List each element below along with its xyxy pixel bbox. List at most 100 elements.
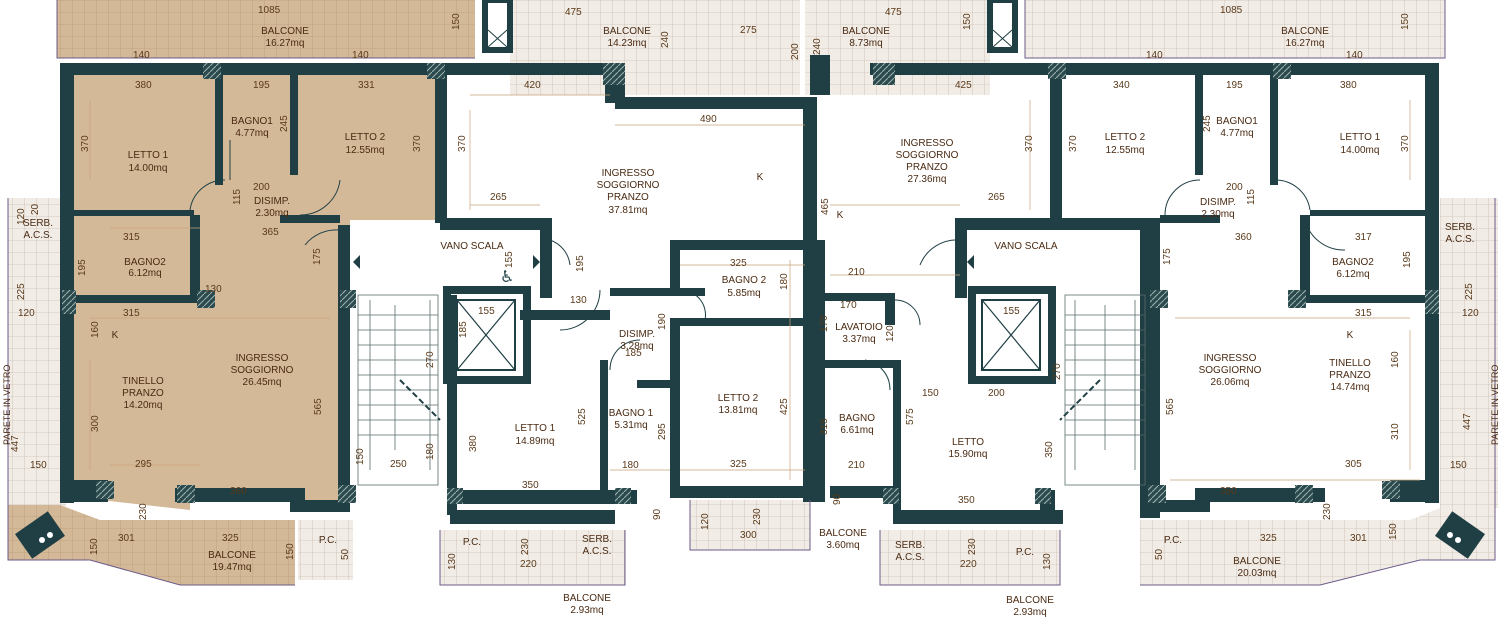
balcone-mid bbox=[690, 500, 810, 550]
arrow-icon bbox=[533, 255, 540, 269]
dim-label: 120 bbox=[16, 208, 27, 225]
room-name: BALCONE bbox=[261, 26, 309, 37]
room-name: INGRESSO bbox=[602, 168, 655, 179]
columns bbox=[62, 63, 1439, 504]
room-area: 6.61mq bbox=[840, 425, 873, 436]
dim-label: 270 bbox=[1052, 363, 1063, 380]
balcone-bottom-center-left bbox=[440, 530, 625, 585]
vent-icon-left bbox=[15, 511, 65, 559]
dimension-labels: 1085 1085 475 475 275 140 140 140 140 38… bbox=[18, 5, 1479, 570]
room-name: INGRESSO bbox=[1204, 353, 1257, 364]
dim-label: 350 bbox=[958, 495, 975, 506]
room-name: DISIMP. bbox=[1200, 197, 1236, 208]
dim-label: 465 bbox=[820, 198, 831, 215]
dim-label: 140 bbox=[352, 50, 369, 61]
dim-label: 160 bbox=[90, 321, 101, 338]
dim-label: 565 bbox=[1165, 398, 1176, 415]
balconies bbox=[8, 0, 1498, 585]
kitchen-marker: K bbox=[757, 172, 764, 183]
dim-label: 370 bbox=[1024, 135, 1035, 152]
pc-marker: P.C. bbox=[1016, 547, 1034, 558]
room-area: 14.89mq bbox=[516, 436, 555, 447]
pc-left-area bbox=[298, 520, 353, 580]
dim-label: 425 bbox=[779, 398, 790, 415]
room-area: 5.85mq bbox=[727, 288, 760, 299]
dim-label: 115 bbox=[232, 189, 243, 205]
dim-label: 250 bbox=[390, 459, 407, 470]
dim-label: 475 bbox=[565, 7, 582, 18]
room-name: BALCONE bbox=[603, 26, 651, 37]
room-area: 26.06mq bbox=[1211, 377, 1250, 388]
room-area: 3.37mq bbox=[842, 334, 875, 345]
kitchen-marker: K bbox=[837, 210, 844, 221]
arrow-icon bbox=[353, 255, 360, 269]
dim-label: 90 bbox=[652, 508, 663, 520]
dim-label: 240 bbox=[812, 38, 823, 55]
balcone-bottom-right bbox=[1140, 500, 1495, 585]
room-name: PRANZO bbox=[607, 192, 649, 203]
room-area: 5.31mq bbox=[614, 420, 647, 431]
dim-label: 150 bbox=[962, 13, 973, 30]
dim-label: 370 bbox=[80, 135, 91, 152]
dim-label: 315 bbox=[123, 308, 140, 319]
dim-label: 120 bbox=[885, 325, 896, 342]
room-area: 2.30mq bbox=[255, 208, 288, 219]
dim-label: 150 bbox=[1400, 13, 1411, 30]
dim-label: 315 bbox=[819, 418, 830, 435]
room-name: BALCONE bbox=[842, 26, 890, 37]
room-name: BALCONE bbox=[1006, 595, 1054, 606]
room-name: TINELLO bbox=[122, 376, 164, 387]
room-labels-left: LETTO 1 14.00mq BAGNO1 4.77mq LETTO 2 12… bbox=[23, 26, 386, 573]
room-name: SERB. bbox=[1445, 222, 1475, 233]
dim-label: 150 bbox=[355, 448, 366, 465]
dimension-labels-vertical: 370 370 370 370 370 370 245 245 465 565 … bbox=[10, 13, 1475, 570]
room-area: 8.73mq bbox=[849, 38, 882, 49]
room-area: 16.27mq bbox=[1286, 38, 1325, 49]
dim-label: 331 bbox=[358, 80, 375, 91]
room-name: BAGNO2 bbox=[1332, 257, 1374, 268]
dim-label: 350 bbox=[1044, 441, 1055, 458]
kitchen-marker: K bbox=[1347, 330, 1354, 341]
room-name: BALCONE bbox=[208, 550, 256, 561]
room-name: LETTO 1 bbox=[1340, 132, 1381, 143]
dim-label: 175 bbox=[1162, 248, 1173, 265]
room-area: 14.74mq bbox=[1331, 382, 1370, 393]
dim-label: 225 bbox=[1464, 283, 1475, 300]
dim-label: 120 bbox=[700, 513, 711, 530]
dim-label: 325 bbox=[1260, 533, 1277, 544]
dim-label: 301 bbox=[118, 533, 135, 544]
room-name: SOGGIORNO bbox=[896, 150, 959, 161]
dim-label: 180 bbox=[779, 273, 790, 290]
arrow-icon bbox=[967, 255, 974, 269]
dim-label: 200 bbox=[988, 388, 1005, 399]
room-area: 3.28mq bbox=[620, 341, 653, 352]
room-name: BAGNO 1 bbox=[609, 408, 654, 419]
room-name: PRANZO bbox=[1329, 370, 1371, 381]
dim-label: 20 bbox=[30, 203, 41, 215]
door-swings bbox=[189, 140, 1346, 391]
dim-label: 170 bbox=[819, 315, 830, 332]
dim-label: 130 bbox=[1042, 553, 1053, 570]
dim-label: 130 bbox=[447, 553, 458, 570]
dim-label: 230 bbox=[138, 503, 149, 520]
dim-label: 240 bbox=[660, 31, 671, 48]
dim-label: 150 bbox=[285, 543, 296, 560]
dim-label: 210 bbox=[848, 267, 865, 278]
dim-label: 155 bbox=[478, 306, 495, 317]
stair-label: VANO SCALA bbox=[440, 241, 503, 252]
room-name: BALCONE bbox=[819, 528, 867, 539]
room-area: 27.36mq bbox=[908, 174, 947, 185]
dim-label: 380 bbox=[1340, 80, 1357, 91]
room-area: 6.12mq bbox=[1336, 269, 1369, 280]
room-area: 15.90mq bbox=[949, 449, 988, 460]
room-area: 3.60mq bbox=[826, 540, 859, 551]
dim-label: 160 bbox=[1390, 351, 1401, 368]
balcone-top-center-left bbox=[510, 0, 800, 95]
room-area: 14.20mq bbox=[124, 400, 163, 411]
dim-label: 325 bbox=[730, 459, 747, 470]
dim-label: 150 bbox=[89, 538, 100, 555]
room-area: 14.00mq bbox=[129, 163, 168, 174]
room-labels-right: LETTO 2 12.55mq BAGNO1 4.77mq LETTO 1 14… bbox=[1105, 26, 1475, 579]
dim-label: 365 bbox=[262, 227, 279, 238]
dim-label: 180 bbox=[425, 443, 436, 460]
